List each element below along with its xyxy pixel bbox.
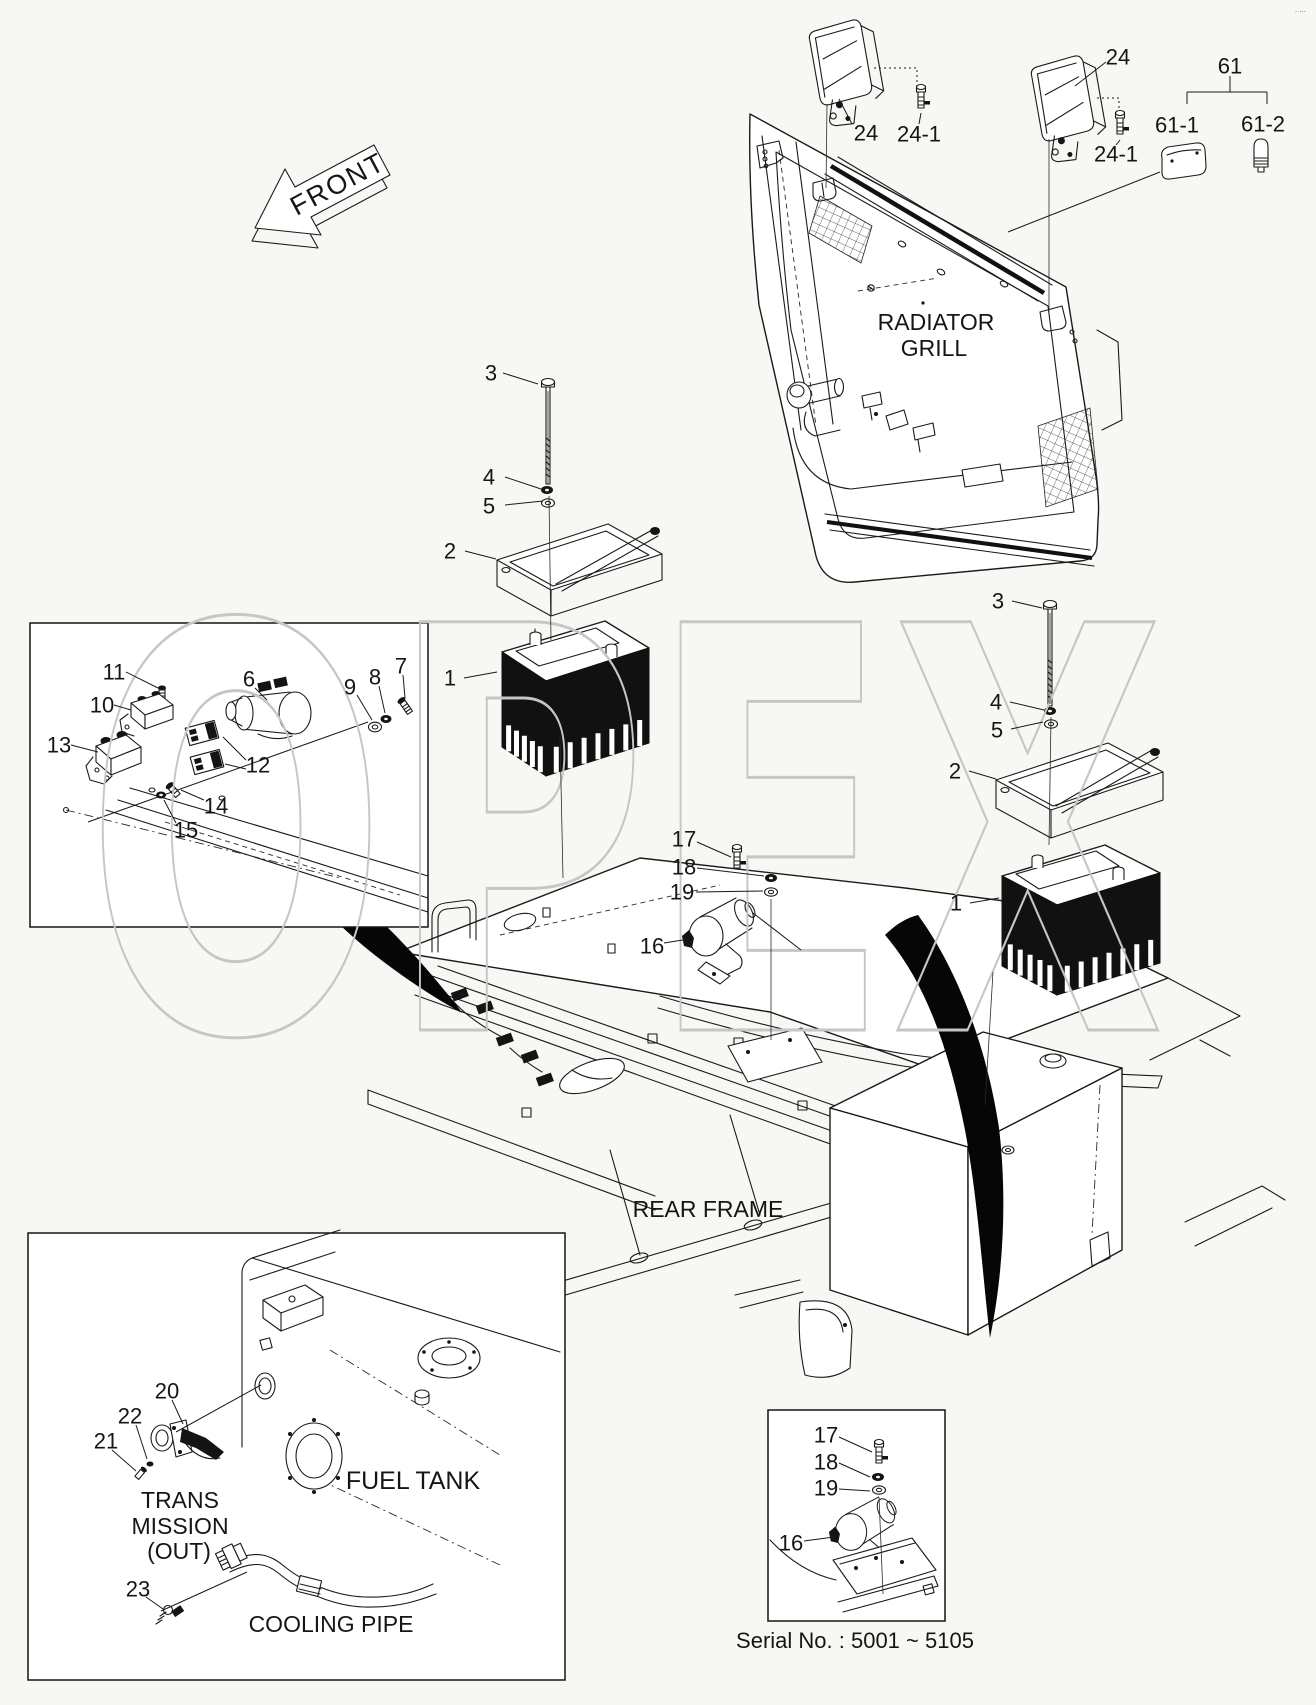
part-label-14: 14: [204, 794, 228, 819]
part-label-18: 18: [814, 1450, 838, 1475]
lamp-lens-61-1: [1161, 142, 1207, 180]
part-label-2: 2: [444, 539, 456, 564]
part-label-8: 8: [369, 665, 381, 690]
cooling-pipe-glyph: [214, 1542, 437, 1608]
filler-block-glyph: [262, 1284, 324, 1332]
part-label-7: 7: [395, 654, 407, 679]
bolt-7-glyph: [397, 697, 414, 716]
battery-group-right: [995, 599, 1164, 996]
work-lamp-left: [806, 16, 889, 130]
battery-left: [501, 620, 650, 777]
bulb-61-2: [1253, 138, 1269, 173]
wiper-motor-6-glyph: [225, 676, 312, 740]
tank-flange-glyph: [417, 1337, 481, 1379]
text-annotations: RADIATOR GRILL REAR FRAME FUEL TANK TRAN…: [131, 5, 1306, 1653]
big-port-glyph: [285, 1418, 343, 1494]
inset-horn-box: [767, 1409, 946, 1622]
transmission-label-line1: TRANS: [141, 1487, 219, 1513]
part-label-12: 12: [246, 753, 270, 778]
part-label-16: 16: [640, 934, 664, 959]
part-label-18: 18: [672, 855, 696, 880]
battery-right: [1001, 844, 1161, 996]
front-arrow: FRONT: [251, 144, 391, 249]
part-label-6: 6: [243, 667, 255, 692]
part-label-61-1: 61-1: [1155, 113, 1199, 138]
part-label-10: 10: [90, 693, 114, 718]
swoosh-right: [885, 915, 1004, 1338]
battery-tray-right: [995, 742, 1164, 839]
part-label-1: 1: [950, 891, 962, 916]
radiator-grill-drawing: [748, 113, 1123, 583]
part-label-9: 9: [344, 675, 356, 700]
part-label-17: 17: [814, 1423, 838, 1448]
radiator-grill-label-line1: RADIATOR: [878, 309, 995, 335]
lamp-bolt-right: [1114, 109, 1130, 135]
connectors-12-glyph: [184, 719, 225, 776]
part-label-24-1: 24-1: [1094, 142, 1138, 167]
part-label-23: 23: [126, 1577, 150, 1602]
relay-13-glyph: [85, 731, 142, 785]
rear-frame-label: REAR FRAME: [633, 1196, 784, 1222]
part-label-17: 17: [672, 827, 696, 852]
rear-frame-drawing: [367, 857, 1286, 1378]
transmission-label-line3: (OUT): [147, 1538, 211, 1564]
part-label-2: 2: [949, 759, 961, 784]
part-label-5: 5: [483, 494, 495, 519]
part-label-3: 3: [992, 589, 1004, 614]
radiator-grill-label-line2: GRILL: [901, 335, 968, 361]
part-label-11: 11: [103, 660, 126, 685]
part-label-3: 3: [485, 361, 497, 386]
battery-group-left: [496, 377, 663, 777]
part-label-20: 20: [155, 1379, 179, 1404]
svg-text:OPEX: OPEX: [85, 511, 1165, 1163]
cooling-pipe-label: COOLING PIPE: [249, 1611, 414, 1637]
part-label-24: 24: [854, 121, 878, 146]
small-cap-glyph: [414, 1389, 430, 1406]
part-label-19: 19: [670, 880, 694, 905]
part-label-19: 19: [814, 1476, 838, 1501]
sender-20-glyph: [150, 1419, 224, 1460]
part-label-61-2: 61-2: [1241, 112, 1285, 137]
watermark-text: OPEX: [84, 510, 1167, 1165]
sensor-23-glyph: [155, 1604, 185, 1625]
part-label-5: 5: [991, 718, 1003, 743]
fuel-tank-label: FUEL TANK: [346, 1467, 481, 1495]
serial-no-label: Serial No. : 5001 ~ 5105: [736, 1628, 974, 1653]
part-label-15: 15: [174, 818, 198, 843]
part-label-13: 13: [47, 733, 71, 758]
part-label-61: 61: [1218, 54, 1242, 79]
part-label-4: 4: [990, 690, 1002, 715]
relay-10-glyph: [119, 691, 174, 737]
corner-note: . ...: [1295, 5, 1306, 14]
inset-fuel-tank-box: [27, 1229, 566, 1681]
part-label-24-1: 24-1: [897, 122, 941, 147]
screw-21-22-glyph: [134, 1461, 154, 1480]
part-label-24: 24: [1106, 45, 1130, 70]
part-label-21: 21: [94, 1429, 118, 1454]
part-label-16: 16: [779, 1531, 803, 1556]
transmission-label-line2: MISSION: [131, 1513, 228, 1539]
leader-lines: [70, 61, 1268, 1612]
lamp-bolt-left: [915, 83, 931, 109]
part-label-4: 4: [483, 465, 495, 490]
part-label-22: 22: [118, 1404, 142, 1429]
inset-electrical-box: [29, 622, 429, 928]
screw-14-glyph: [165, 782, 181, 799]
part-label-1: 1: [444, 666, 456, 691]
